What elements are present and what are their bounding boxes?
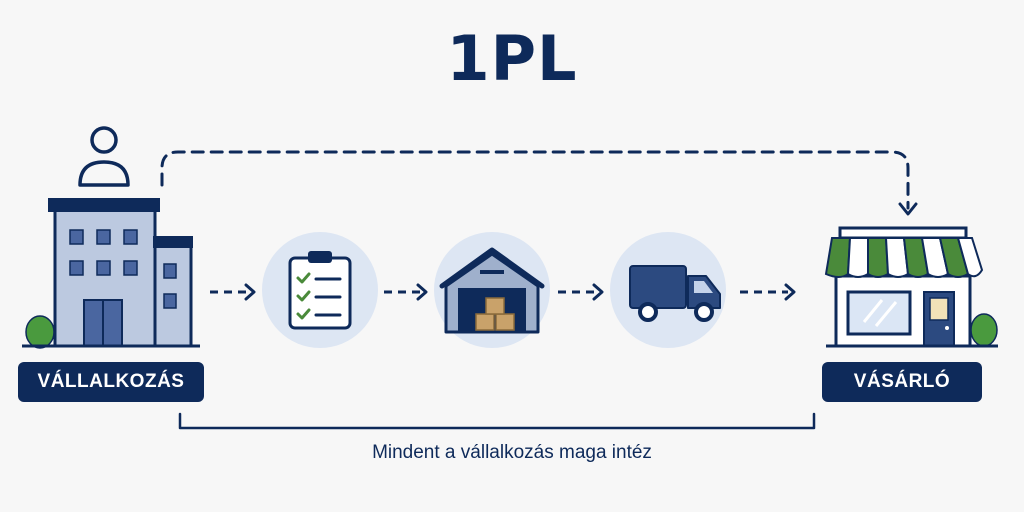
warehouse-icon: [434, 232, 550, 348]
delivery-truck-icon: [610, 232, 726, 348]
diagram-title: 1PL: [446, 22, 578, 95]
business-label: VÁLLALKOZÁS: [18, 362, 204, 402]
flow-arrow-3: [558, 283, 604, 301]
business-building-icon: [22, 126, 200, 349]
flow-arrow-4: [740, 283, 796, 301]
clipboard-checklist-icon: [262, 232, 378, 348]
top-dashed-arrow: [160, 150, 918, 216]
flow-arrow-2: [384, 283, 428, 301]
caption-text: Mindent a vállalkozás maga intéz: [372, 442, 652, 463]
buyer-label: VÁSÁRLÓ: [822, 362, 982, 402]
shop-storefront-icon: [824, 226, 998, 348]
scope-bracket: [178, 412, 816, 430]
flow-arrow-1: [210, 283, 256, 301]
